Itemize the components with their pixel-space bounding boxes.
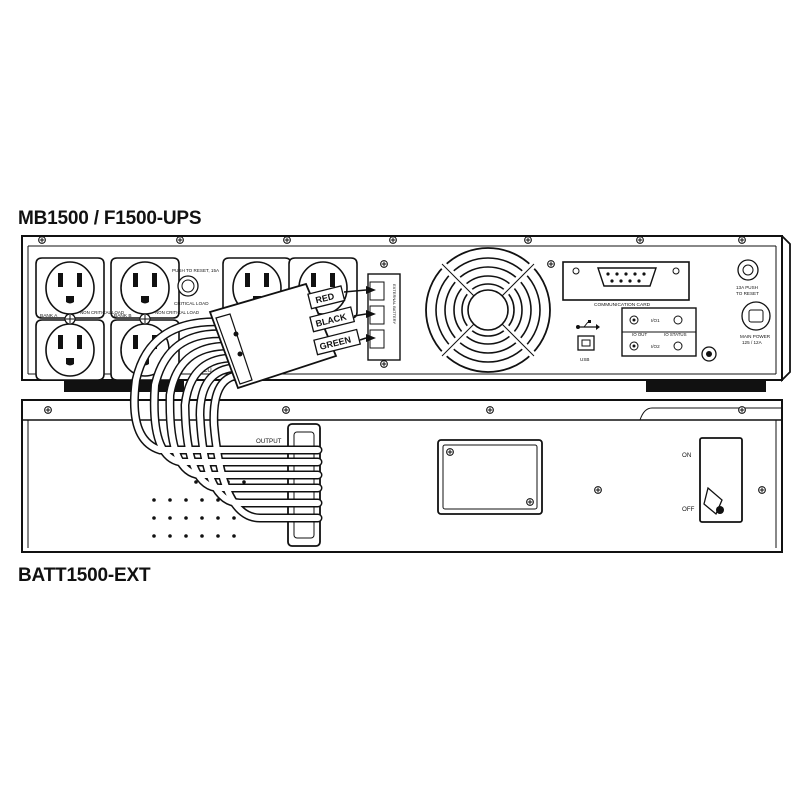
battery-cable-connector: RED BLACK GREEN — [208, 282, 376, 390]
screw-icon — [594, 486, 602, 494]
switch-on-label: ON — [682, 452, 691, 459]
communication-card-label: COMMUNICATION CARD — [594, 302, 651, 308]
breaker-label-2: TO RESET — [736, 291, 759, 296]
usb-label: USB — [580, 357, 589, 362]
screw-icon — [283, 236, 291, 244]
arrow-icon — [366, 286, 376, 342]
ground-screw-icon — [139, 313, 151, 325]
screw-icon — [176, 236, 184, 244]
switch-off-label: OFF — [682, 506, 695, 513]
push-to-reset-label: PUSH TO RESET, 15A — [172, 268, 220, 273]
screw-icon — [389, 236, 397, 244]
io2-label: I/O2 — [651, 344, 660, 349]
usb-icon — [576, 320, 600, 330]
screw-icon — [526, 498, 534, 506]
screw-icon — [282, 406, 290, 414]
screw-icon — [486, 406, 494, 414]
screw-icon — [547, 260, 555, 268]
ground-screw-icon — [64, 313, 76, 325]
ups-model-title: MB1500 / F1500-UPS — [18, 208, 202, 229]
db9-serial-port — [597, 267, 657, 287]
battery-cable-bundle — [129, 317, 323, 523]
bank-b-label: BANK B — [114, 313, 132, 319]
screw-icon — [44, 406, 52, 414]
outlet-bank-a-lower — [35, 319, 105, 381]
screw-icon — [446, 448, 454, 456]
io-out-label: IO OUT — [632, 332, 647, 337]
screw-icon — [738, 406, 746, 414]
wire-label-red: RED — [314, 291, 335, 305]
non-critical-label-2: NON CRITICAL LOAD — [155, 310, 199, 315]
ups-foot-right — [646, 380, 766, 392]
battery-unit: OUTPUT ON OFF — [21, 399, 783, 553]
io1-label: I/O1 — [651, 318, 660, 323]
main-power-label-1: MAIN POWER — [740, 334, 771, 339]
io-status-label: IO STATUS — [664, 332, 687, 337]
output-label: OUTPUT — [256, 438, 282, 445]
outlet-bank-a-upper — [35, 257, 105, 319]
screw-icon — [380, 260, 388, 268]
ups-foot-left — [64, 380, 184, 392]
screw-icon — [636, 236, 644, 244]
screw-icon — [380, 360, 388, 368]
external-battery-label: EXTERNAL BATTERY — [392, 284, 397, 324]
screw-icon — [738, 236, 746, 244]
screw-icon — [38, 236, 46, 244]
bank-a-label: BANK A — [40, 313, 58, 319]
critical-load-label: CRITICAL LOAD — [174, 301, 209, 306]
non-critical-label-1: NON CRITICAL LOAD — [80, 310, 124, 315]
outlet-bank-b-upper — [110, 257, 180, 319]
partial-label: ALU — [200, 368, 212, 374]
main-power-label-2: 125 / 12A — [742, 340, 763, 345]
breaker-label-1: 13A PUSH — [736, 285, 758, 290]
battery-model-title: BATT1500-EXT — [18, 565, 151, 586]
screw-icon — [524, 236, 532, 244]
screw-icon — [758, 486, 766, 494]
fan-grille-icon — [425, 247, 551, 373]
